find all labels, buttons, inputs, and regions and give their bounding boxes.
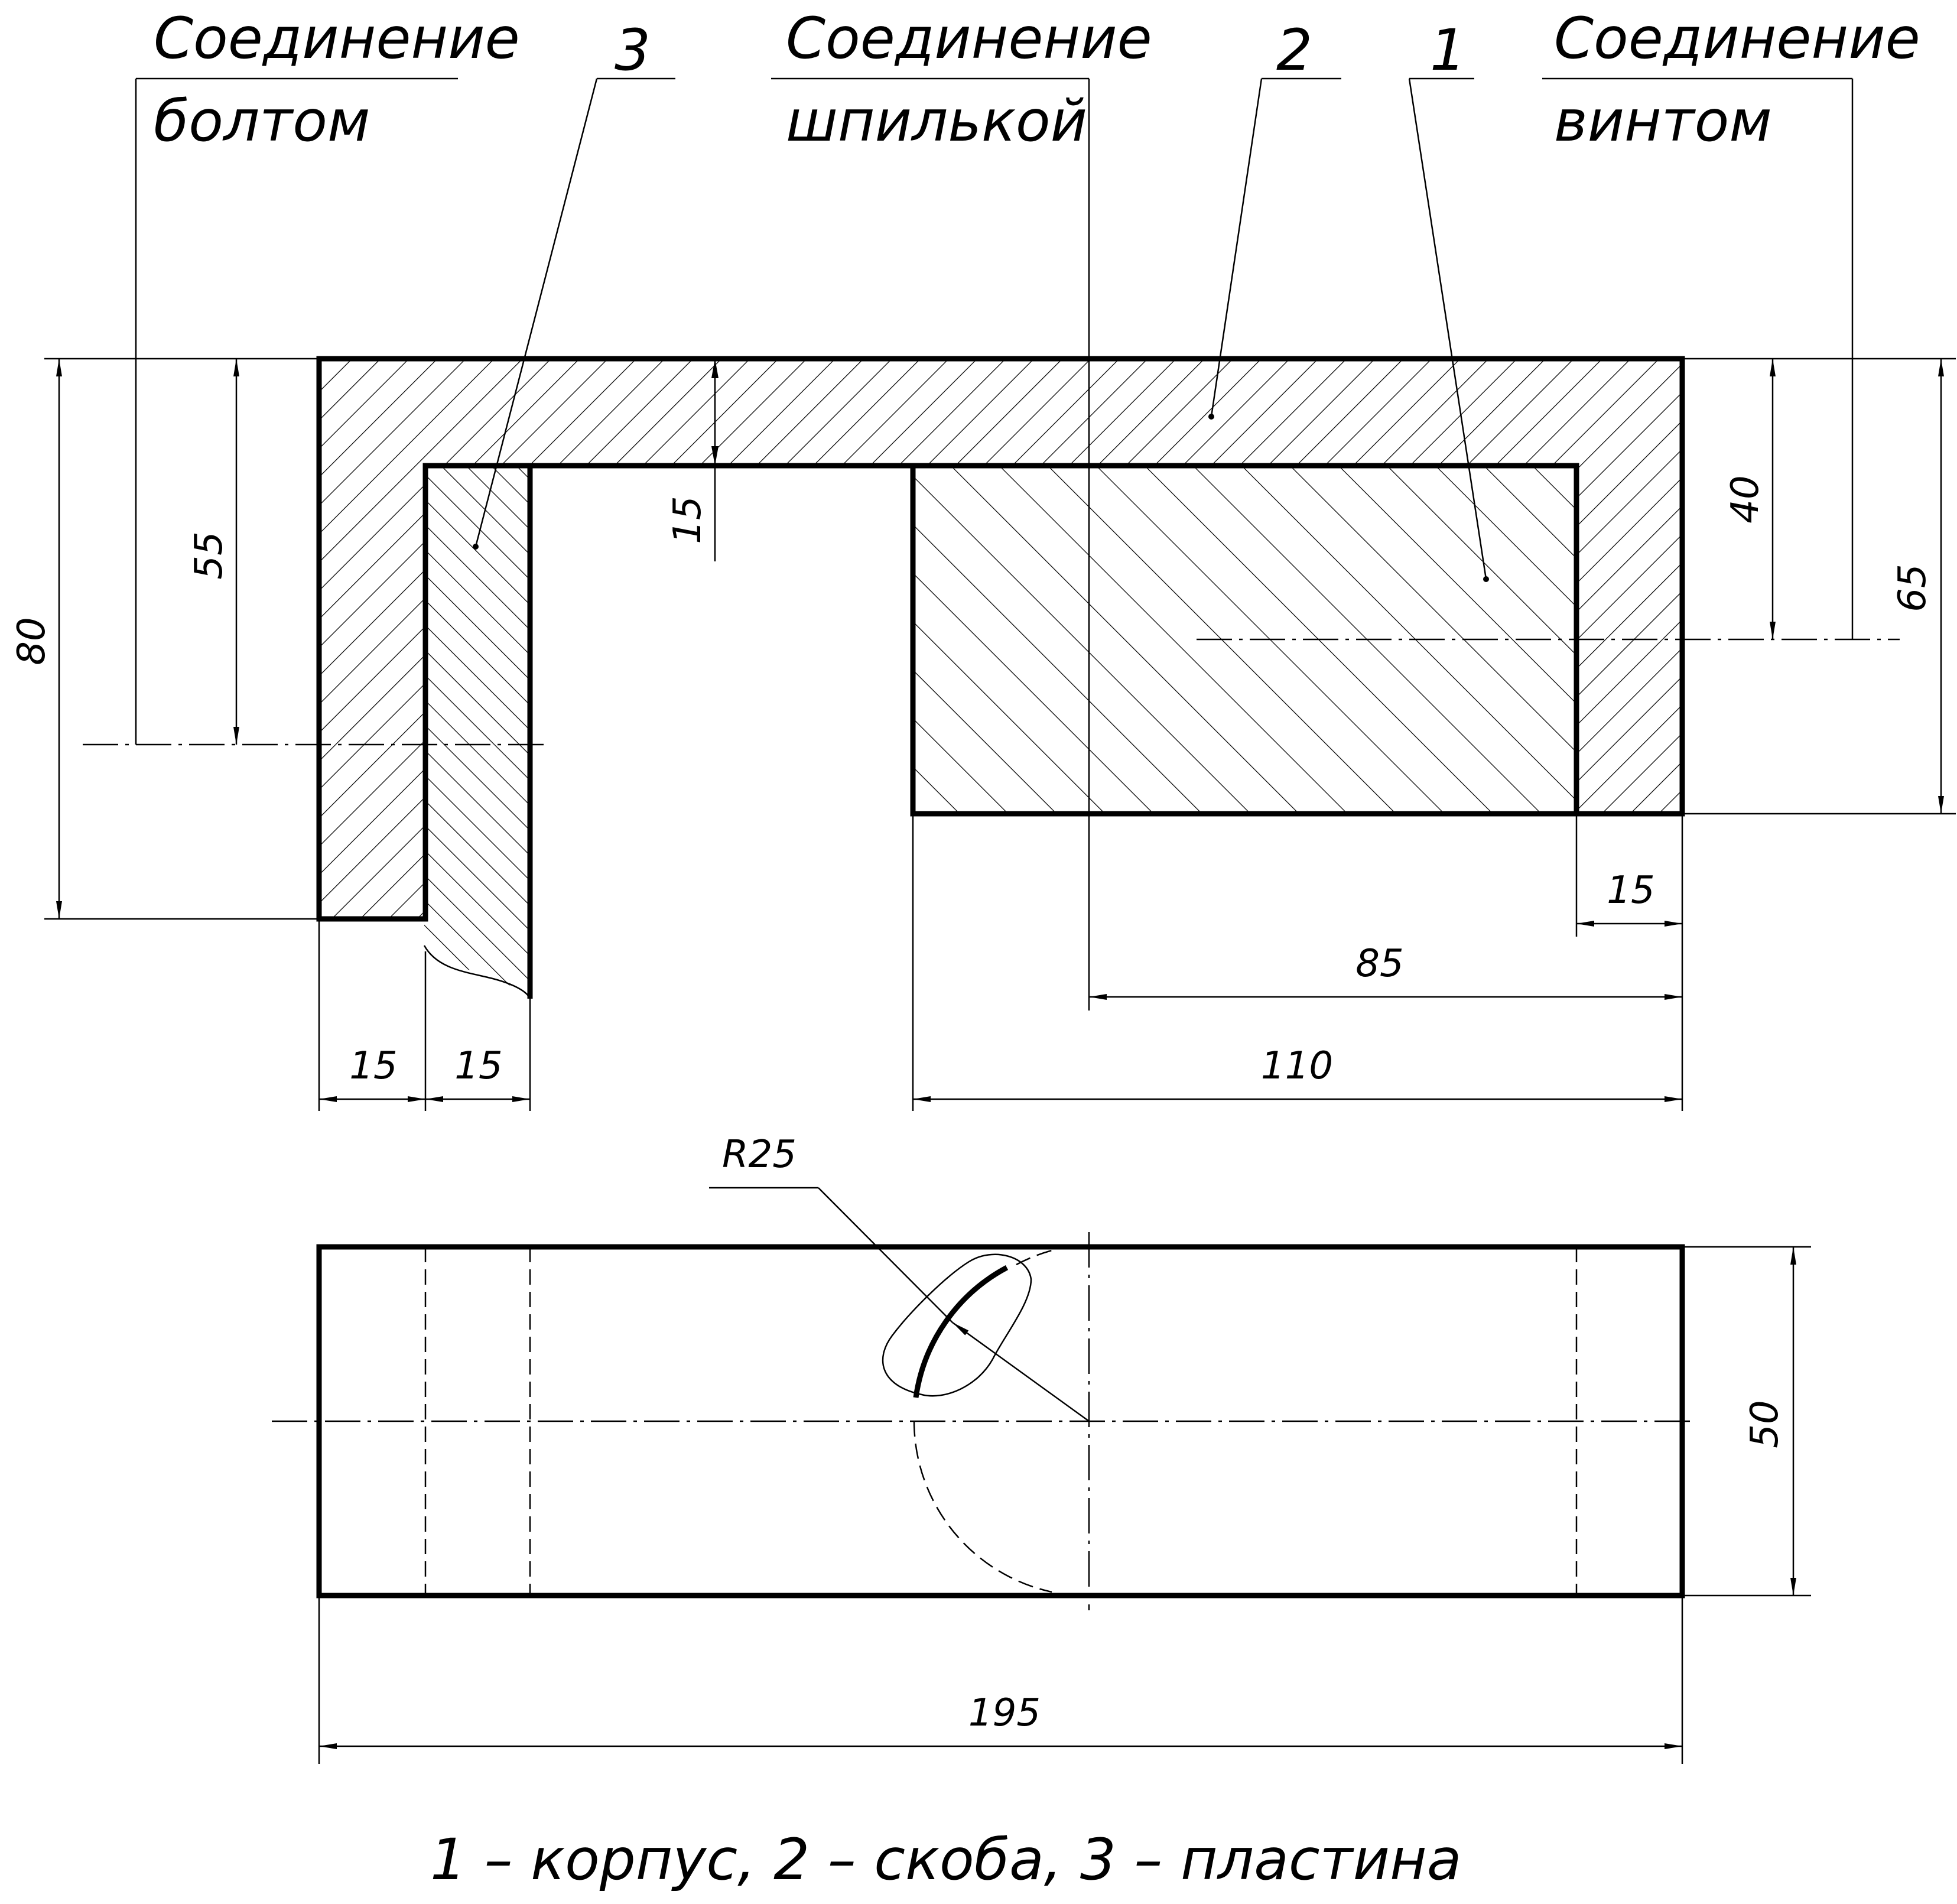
r25-hidden-arc: [913, 1421, 1052, 1593]
top-view: R25 50 195: [272, 1133, 1811, 1764]
callout-part2-leader: [1210, 78, 1263, 417]
part-3-plate-hatch: [424, 466, 530, 999]
callout-part1-leader: [1408, 78, 1487, 580]
plate-outline: [422, 463, 533, 999]
callout-part2-number: 2: [1276, 17, 1312, 83]
front-dimensions: 80 55 15 40 65 15 85 15 15: [10, 358, 1956, 1111]
r25-hidden-arc-top: [1016, 1249, 1052, 1266]
dim-15-top-text: 15: [666, 496, 710, 544]
callout-bolt-line1: Соединение: [154, 5, 520, 72]
dim-80-text: 80: [10, 617, 54, 665]
callout-stud-line1: Соединение: [786, 5, 1152, 72]
r25-text: R25: [722, 1133, 797, 1177]
dim-40-text: 40: [1724, 475, 1767, 523]
dim-15-left-a-text: 15: [349, 1044, 397, 1088]
r25-leader-ext: [818, 1187, 953, 1323]
dim-110-text: 110: [1261, 1044, 1333, 1088]
local-section-boundary: [882, 1253, 1032, 1397]
parts-caption: 1 – корпус, 2 – скоба, 3 – пластина: [430, 1827, 1462, 1893]
callout-stud-line2: шпилькой: [786, 88, 1087, 154]
dim-15-top-arrow-b: [711, 446, 719, 466]
dim-50-text: 50: [1743, 1400, 1787, 1448]
callout-part2-dot: [1208, 414, 1214, 420]
dim-15-right-text: 15: [1607, 869, 1654, 912]
callout-part3-number: 3: [615, 17, 651, 83]
dim-195-text: 195: [968, 1691, 1041, 1735]
callout-part1-number: 1: [1430, 17, 1466, 83]
dim-55-text: 55: [187, 531, 231, 579]
callout-screw-line1: Соединение: [1554, 5, 1920, 72]
callout-part1-dot: [1483, 576, 1489, 582]
dim-15-left-b-text: 15: [454, 1044, 502, 1088]
dim-65-text: 65: [1891, 564, 1935, 612]
part-2-bracket-hatch: [319, 359, 1682, 919]
top-view-outline: [316, 1244, 1685, 1598]
callout-part3-leader: [474, 78, 598, 547]
plate-break-line: [423, 945, 531, 999]
callout-screw-line2: винтом: [1554, 88, 1772, 154]
dim-15-top-arrow-a: [711, 359, 719, 378]
callouts: Соединение болтом 3 Соединение шпилькой …: [135, 5, 1920, 745]
front-section-view: [83, 79, 1900, 1011]
callout-bolt-line2: болтом: [154, 88, 370, 154]
r25-visible-arc: [913, 1265, 1009, 1398]
callout-part3-dot: [473, 544, 479, 550]
r25-leader: [952, 1321, 1090, 1422]
dim-85-text: 85: [1355, 942, 1403, 986]
